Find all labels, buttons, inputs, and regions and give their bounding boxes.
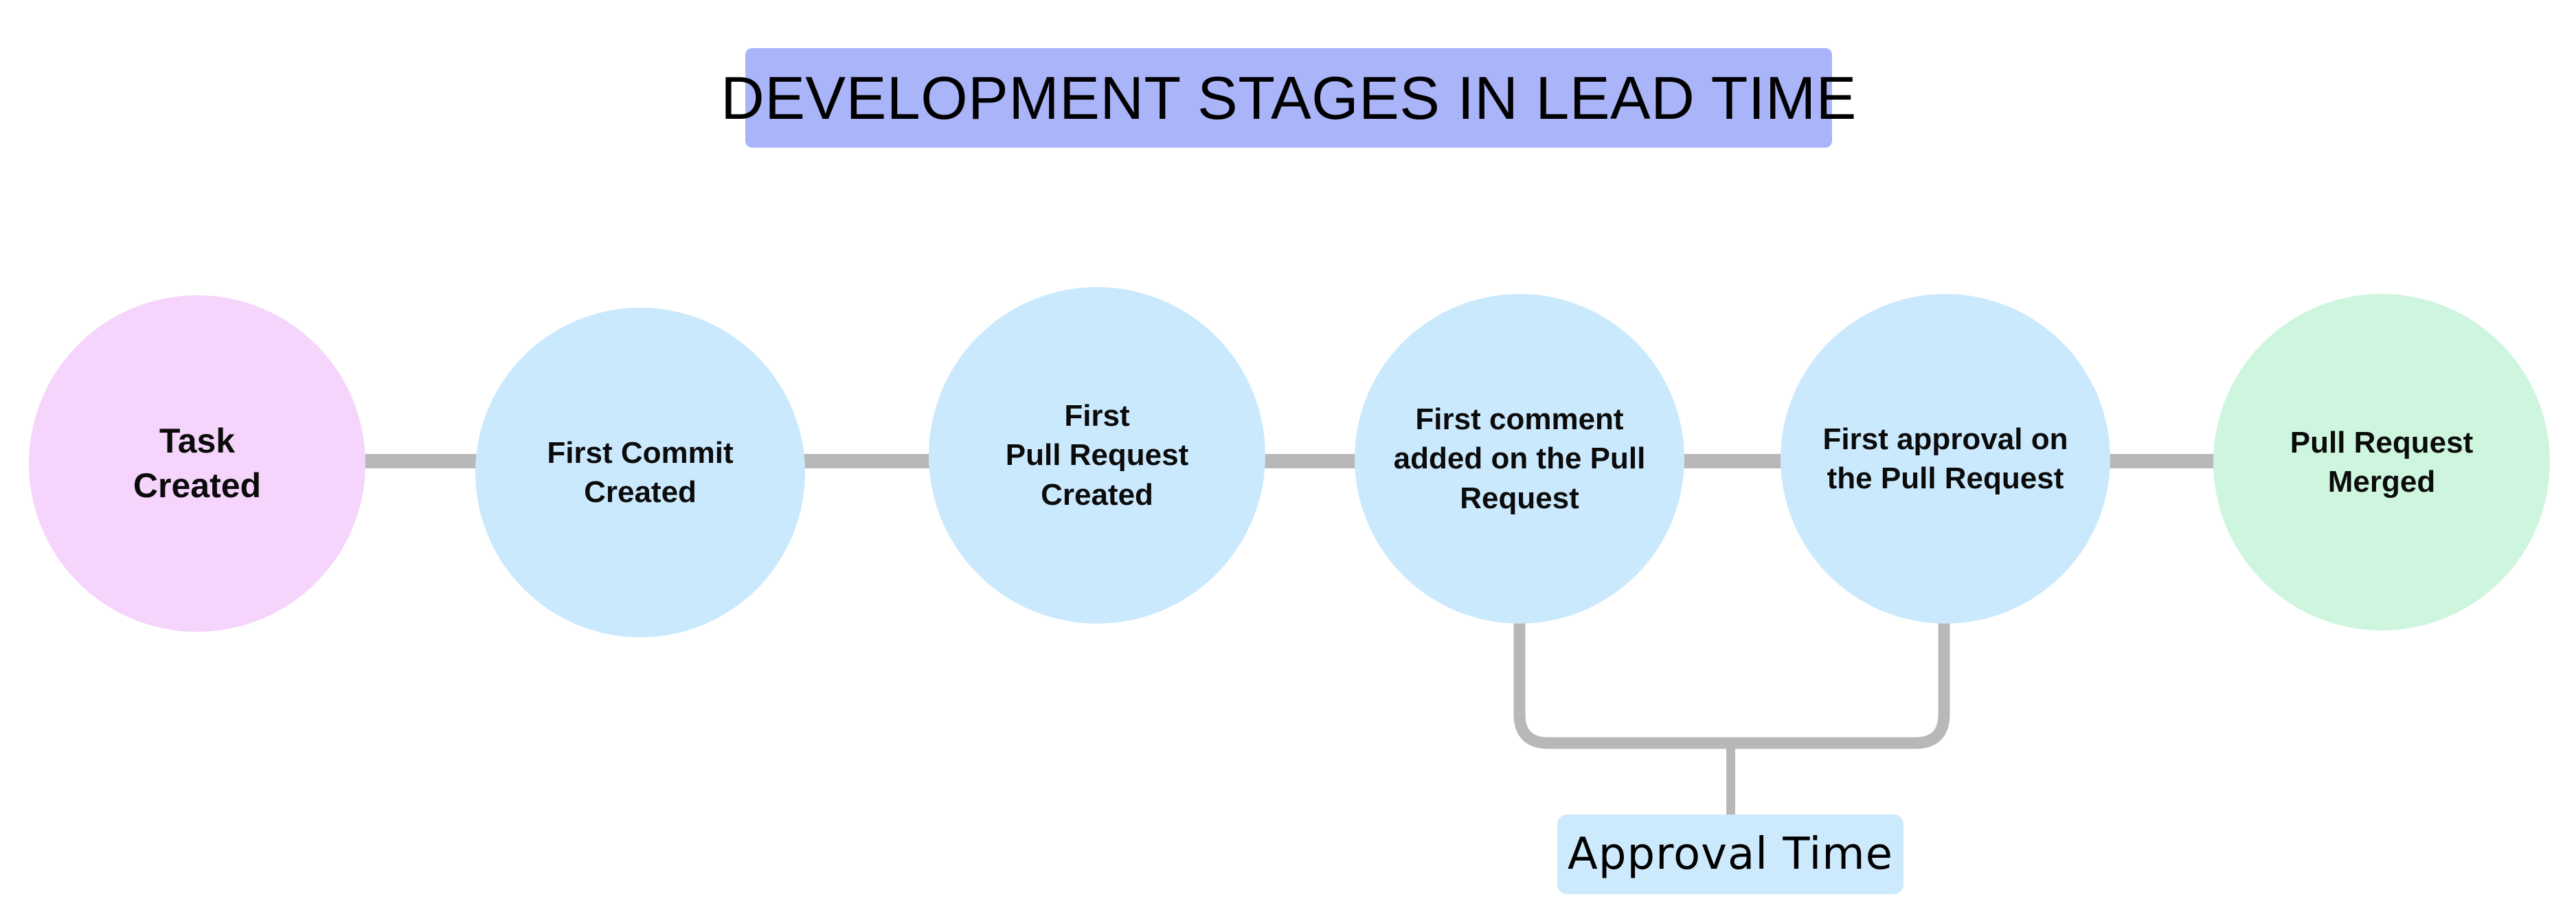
page-title: DEVELOPMENT STAGES IN LEAD TIME xyxy=(721,48,1856,148)
annotation-bracket xyxy=(1513,618,1950,749)
annotation-label: Approval Time xyxy=(1568,829,1893,880)
stage-first-pull-request-created[interactable]: First Pull Request Created xyxy=(929,287,1265,624)
stage-first-comment-added[interactable]: First comment added on the Pull Request xyxy=(1355,294,1684,624)
stage-first-commit-created[interactable]: First Commit Created xyxy=(475,308,805,637)
stage-label: First Commit Created xyxy=(547,435,734,509)
stage-label: First comment added on the Pull Request xyxy=(1393,402,1646,515)
stage-pull-request-merged[interactable]: Pull Request Merged xyxy=(2213,294,2550,630)
stage-label: Pull Request Merged xyxy=(2290,425,2474,499)
connector-segment-2 xyxy=(783,454,951,468)
page-title-text: DEVELOPMENT STAGES IN LEAD TIME xyxy=(721,63,1857,132)
connector-segment-1 xyxy=(343,454,495,468)
stage-task-created[interactable]: Task Created xyxy=(29,295,365,632)
annotation-approval-time[interactable]: Approval Time xyxy=(1557,814,1903,894)
stage-first-approval[interactable]: First approval on the Pull Request xyxy=(1781,294,2110,624)
annotation-stub xyxy=(1726,743,1735,816)
stage-label: First approval on the Pull Request xyxy=(1822,422,2068,495)
stage-label: Task Created xyxy=(133,422,262,505)
stage-label: First Pull Request Created xyxy=(1005,399,1189,512)
